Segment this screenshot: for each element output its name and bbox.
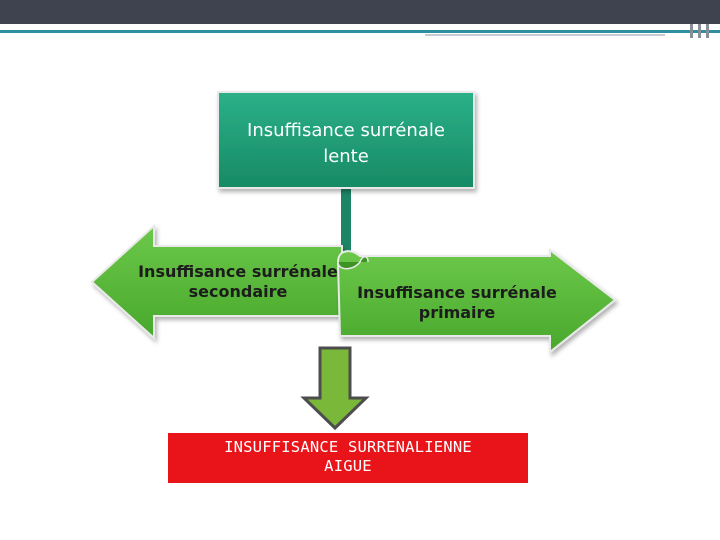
- top-box-line1: Insuffisance surrénale: [247, 120, 445, 141]
- result-box: INSUFFISANCE SURRENALIENNE AIGUE: [168, 433, 528, 483]
- top-box-line2: lente: [323, 146, 369, 167]
- result-box-line2: AIGUE: [324, 457, 372, 475]
- right-arrow: [336, 247, 617, 355]
- right-arrow-line1: Insuffisance surrénale: [357, 283, 557, 302]
- slide-header-decoration: [0, 24, 720, 38]
- result-box-line1: INSUFFISANCE SURRENALIENNE: [224, 438, 472, 456]
- top-box-label: Insuffisance surrénale lente: [218, 118, 474, 170]
- left-arrow-line1: Insuffisance surrénale: [138, 262, 338, 281]
- connector-stem: [341, 188, 351, 258]
- down-arrow: [300, 346, 370, 431]
- slide-top-bar: [0, 0, 720, 24]
- right-arrow-line2: primaire: [418, 303, 496, 322]
- scroll-curl: [337, 256, 369, 270]
- right-arrow-label: Insuffisance surrénale primaire: [352, 283, 562, 323]
- left-arrow-label: Insuffisance surrénale secondaire: [138, 262, 338, 302]
- left-arrow-line2: secondaire: [188, 282, 288, 301]
- top-box: [217, 91, 475, 189]
